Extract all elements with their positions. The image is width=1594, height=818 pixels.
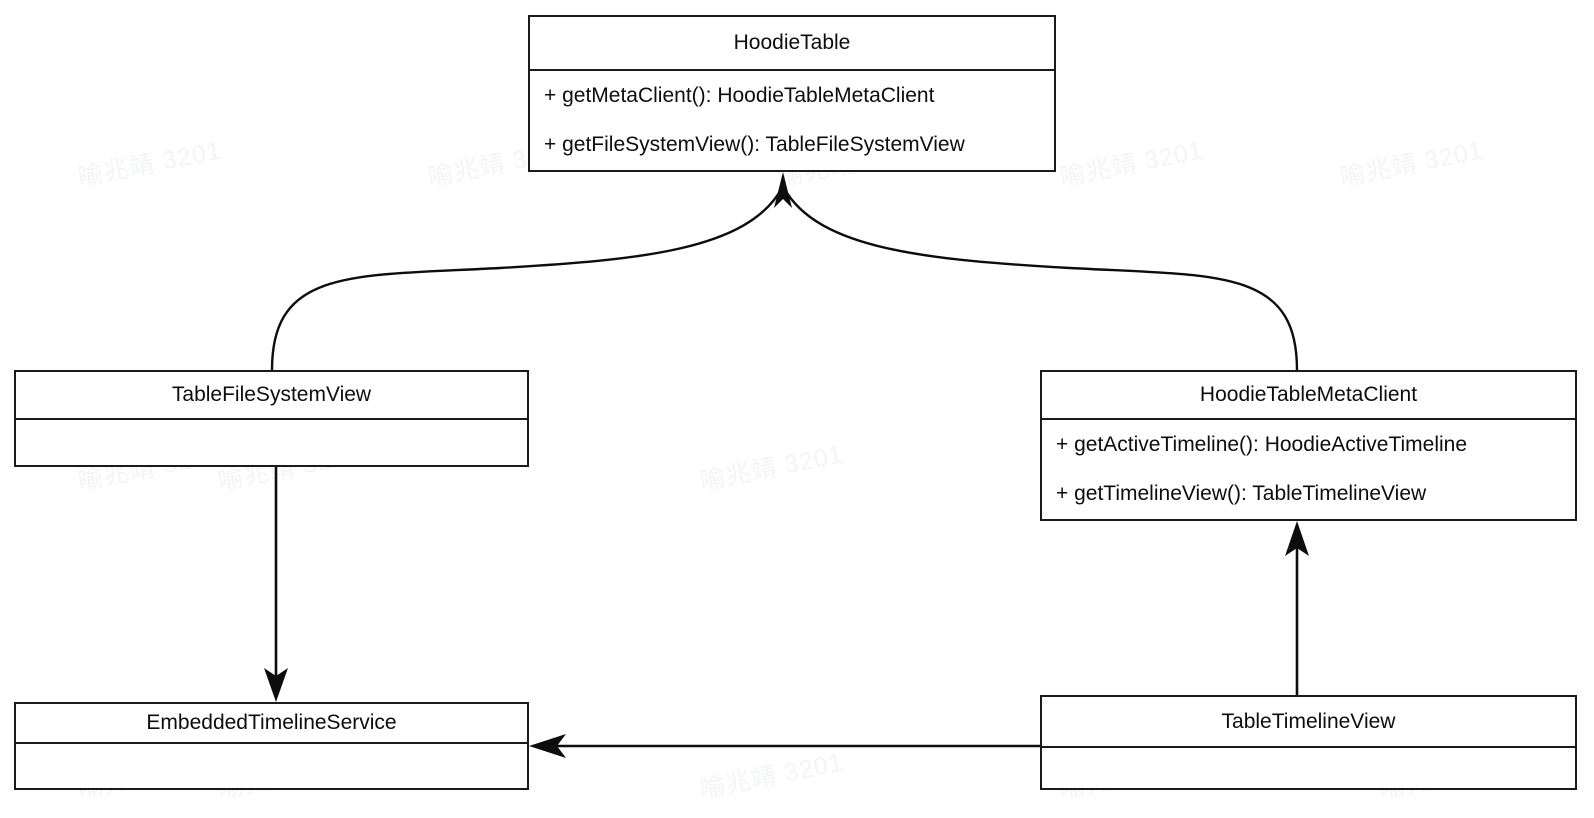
arrowhead-into-ets-top	[264, 668, 288, 702]
class-members-table-timeline-view	[1042, 748, 1575, 788]
watermark-text: 喻兆靖 3201	[1337, 136, 1486, 192]
watermark-text: 喻兆靖 3201	[697, 440, 846, 496]
class-box-hoodie-table[interactable]: HoodieTable + getMetaClient(): HoodieTab…	[528, 15, 1056, 172]
watermark-text: 喻兆靖 3201	[1057, 136, 1206, 192]
class-members-embedded-timeline-service	[16, 744, 527, 788]
connector-tfsv-to-hoodie-table	[270, 187, 784, 371]
class-member: + getActiveTimeline(): HoodieActiveTimel…	[1056, 432, 1468, 456]
class-box-table-timeline-view[interactable]: TableTimelineView	[1040, 695, 1577, 790]
class-member: + getTimelineView(): TableTimelineView	[1056, 482, 1427, 506]
class-members-hoodie-table-meta-client: + getActiveTimeline(): HoodieActiveTimel…	[1042, 420, 1575, 519]
class-member: + getFileSystemView(): TableFileSystemVi…	[544, 133, 965, 157]
class-members-table-file-system-view	[16, 420, 527, 465]
class-name-table-file-system-view: TableFileSystemView	[16, 372, 527, 420]
watermark-text: 喻兆靖 3201	[75, 136, 224, 192]
class-box-table-file-system-view[interactable]: TableFileSystemView	[14, 370, 529, 467]
class-name-hoodie-table-meta-client: HoodieTableMetaClient	[1042, 372, 1575, 420]
class-name-embedded-timeline-service: EmbeddedTimelineService	[16, 704, 527, 744]
class-name-hoodie-table: HoodieTable	[530, 17, 1054, 71]
connector-htmc-to-hoodie-table	[782, 187, 1299, 371]
class-members-hoodie-table: + getMetaClient(): HoodieTableMetaClient…	[530, 71, 1054, 170]
class-name-table-timeline-view: TableTimelineView	[1042, 697, 1575, 748]
class-member: + getMetaClient(): HoodieTableMetaClient	[544, 83, 935, 107]
watermark-text: 喻兆靖 3201	[697, 748, 846, 804]
class-box-embedded-timeline-service[interactable]: EmbeddedTimelineService	[14, 702, 529, 790]
arrowhead-into-hoodie-table	[774, 172, 792, 208]
arrowhead-into-htmc-bottom	[1285, 521, 1309, 556]
class-box-hoodie-table-meta-client[interactable]: HoodieTableMetaClient + getActiveTimelin…	[1040, 370, 1577, 521]
arrowhead-into-ets-right	[529, 734, 566, 758]
